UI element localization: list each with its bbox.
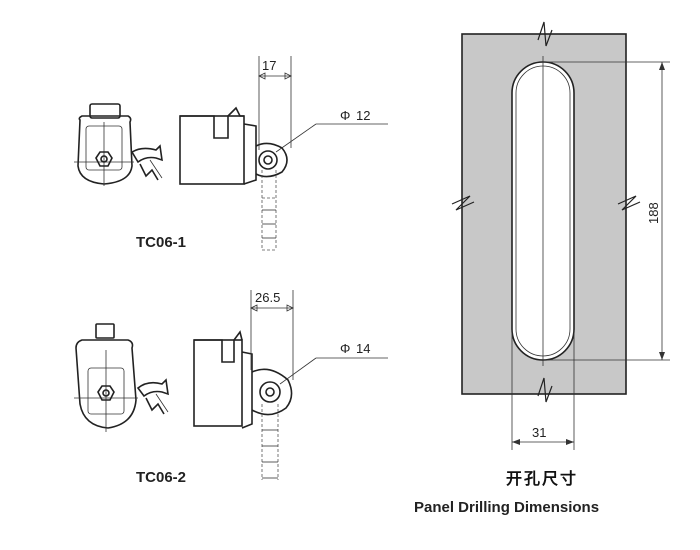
panel-break-mark-bottom — [537, 377, 553, 403]
tc06-1-model-label: TC06-1 — [136, 234, 186, 251]
tc06-1-group: 17 Φ 12 TC06-1 — [74, 56, 388, 251]
tc06-1-diameter-value: 12 — [356, 108, 370, 123]
panel-cutout-drawing: 188 31 开孔尺寸 Panel Drilling Dimensions — [414, 21, 670, 516]
tc06-2-cam — [136, 378, 169, 415]
tc06-2-width-dimension: 26.5 — [250, 290, 294, 380]
panel-break-mark-top — [537, 21, 553, 47]
panel-height-dimension: 188 — [543, 61, 670, 361]
tc06-2-side-view — [193, 330, 293, 480]
panel-width-label: 31 — [532, 425, 546, 440]
tc06-2-width-label: 26.5 — [255, 290, 280, 305]
tc06-2-diameter-value: 14 — [356, 341, 370, 356]
panel-title-chinese: 开孔尺寸 — [506, 469, 578, 488]
panel-width-dimension: 31 — [511, 330, 575, 450]
tc06-2-model-label: TC06-2 — [136, 469, 186, 486]
tc06-1-cam — [130, 144, 163, 181]
panel-break-mark-left — [451, 195, 475, 211]
tc06-1-front-view — [74, 103, 134, 186]
tc06-2-group: 26.5 Φ 14 TC06-2 — [74, 290, 388, 486]
tc06-1-side-view — [179, 106, 288, 251]
tc06-2-diameter-symbol: Φ — [340, 341, 350, 356]
tc06-1-diameter-symbol: Φ — [340, 108, 350, 123]
tc06-1-diameter-callout: Φ 12 — [275, 108, 388, 153]
tc06-2-front-view — [74, 323, 138, 432]
panel-height-label: 188 — [646, 202, 661, 224]
tc06-2-diameter-callout: Φ 14 — [279, 341, 388, 385]
tc06-1-width-label: 17 — [262, 58, 276, 73]
panel-break-mark-right — [617, 195, 641, 211]
tc06-1-width-dimension: 17 — [258, 56, 292, 150]
panel-title-english: Panel Drilling Dimensions — [414, 499, 599, 516]
